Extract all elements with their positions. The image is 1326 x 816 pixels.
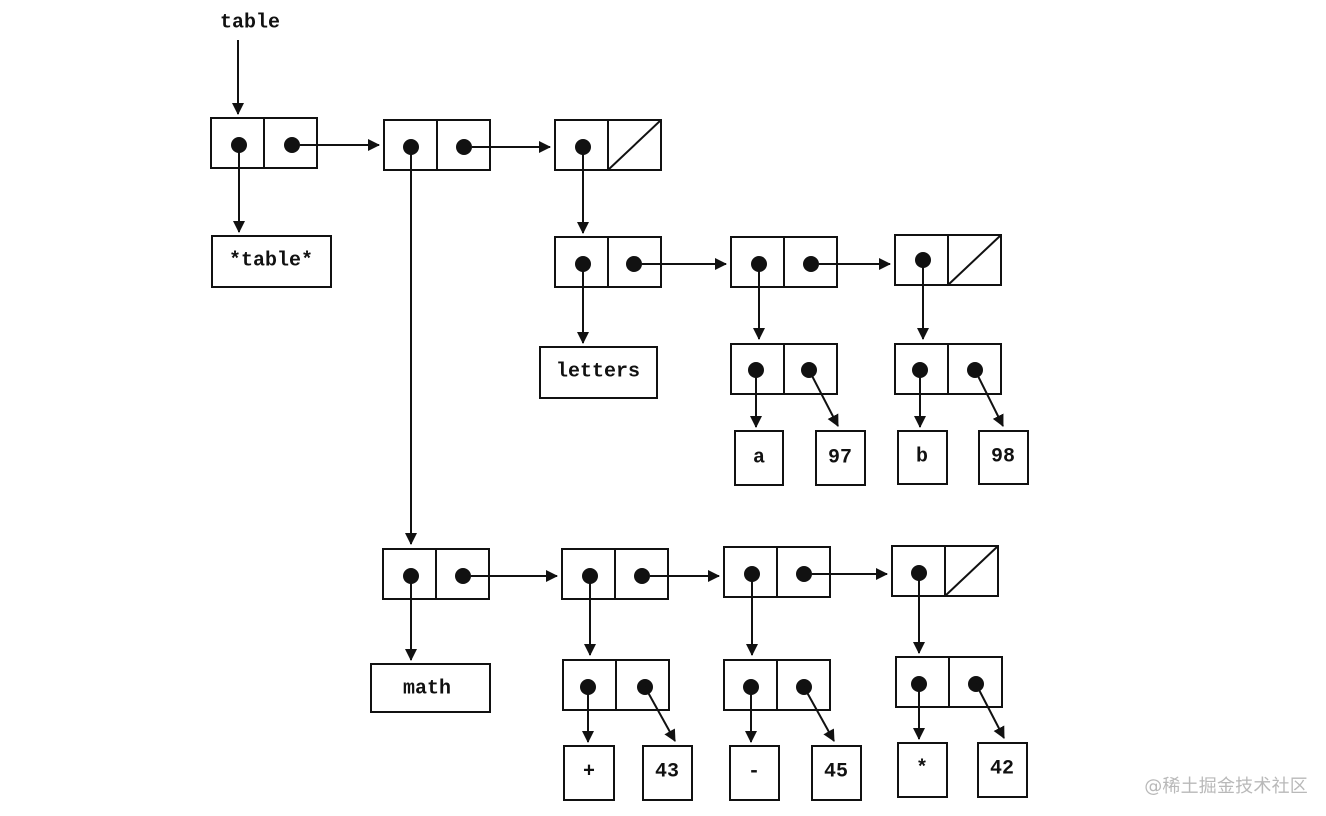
atom-minus-label: - — [748, 761, 760, 784]
atom-42-label: 42 — [990, 758, 1014, 781]
pair-13-cdr-arrow — [644, 686, 676, 742]
pair-13-cdr-cell — [615, 659, 670, 711]
pair-13 — [562, 659, 670, 711]
pair-9-cdr-pointer — [455, 568, 471, 584]
pair-4 — [554, 236, 662, 288]
watermark: @稀土掘金技术社区 — [1144, 776, 1308, 797]
atom-45-label: 45 — [824, 761, 848, 784]
pair-5-cdr-pointer — [803, 256, 819, 272]
pair-6 — [894, 234, 1002, 286]
pair-14-cdr-arrow — [803, 686, 835, 742]
atom-b-label: b — [916, 446, 928, 469]
atom-plus-box — [563, 745, 615, 801]
pair-5 — [730, 236, 838, 288]
pair-6-null-slash — [947, 234, 1002, 286]
math-box — [370, 663, 491, 713]
table-variable-label: table — [220, 12, 280, 35]
pair-1-cdr-pointer — [284, 137, 300, 153]
pair-15 — [895, 656, 1003, 708]
pair-3 — [554, 119, 662, 171]
pair-4-cdr-pointer — [626, 256, 642, 272]
letters-box — [539, 346, 658, 399]
atom-minus-box — [729, 745, 780, 801]
pair-8 — [894, 343, 1002, 395]
pair-14 — [723, 659, 831, 711]
pair-11-cdr-pointer — [796, 566, 812, 582]
atom-45-box — [811, 745, 862, 801]
pair-7-cdr-arrow — [808, 369, 839, 427]
atom-98-label: 98 — [991, 446, 1015, 469]
pair-12 — [891, 545, 999, 597]
pair-3-null-slash — [607, 119, 662, 171]
atom-b-box — [897, 430, 948, 485]
pair-2-cdr-pointer — [456, 139, 472, 155]
pair-11 — [723, 546, 831, 598]
letters-label: letters — [556, 361, 640, 384]
atom-98-box — [978, 430, 1029, 485]
pair-1 — [210, 117, 318, 169]
atom-star-label: * — [916, 758, 928, 781]
atom-43-box — [642, 745, 693, 801]
atom-43-label: 43 — [655, 761, 679, 784]
atom-97-box — [815, 430, 866, 486]
pair-2 — [383, 119, 491, 171]
atom-a-box — [734, 430, 784, 486]
pair-9 — [382, 548, 490, 600]
math-label: math — [403, 678, 451, 701]
atom-plus-label: + — [583, 761, 595, 784]
pair-7-cdr-cell — [783, 343, 838, 395]
table-name-label: *table* — [229, 250, 313, 273]
pair-15-cdr-arrow — [975, 683, 1005, 739]
table-name-box — [211, 235, 332, 288]
pair-10 — [561, 548, 669, 600]
pair-7 — [730, 343, 838, 395]
pair-8-cdr-arrow — [974, 369, 1004, 427]
atom-42-box — [977, 742, 1028, 798]
atom-star-box — [897, 742, 948, 798]
atom-97-label: 97 — [828, 447, 852, 470]
atom-a-label: a — [753, 447, 765, 470]
pair-12-null-slash — [944, 545, 999, 597]
pair-10-cdr-pointer — [634, 568, 650, 584]
